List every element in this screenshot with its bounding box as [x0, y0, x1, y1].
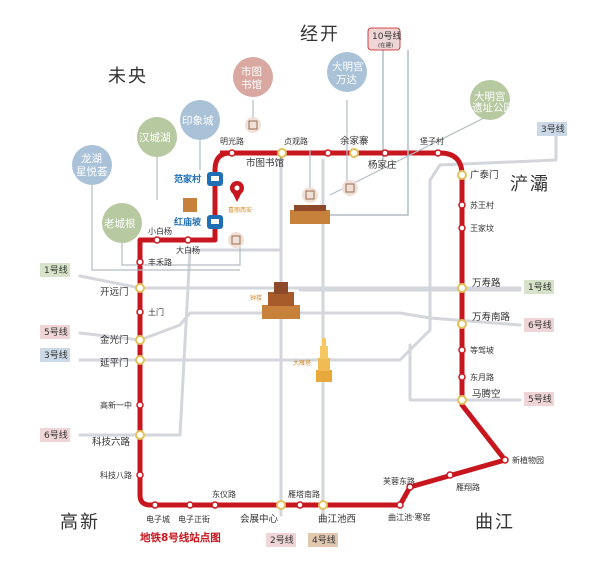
mall-icon: [342, 180, 358, 196]
bubble-hancheng-label: 汉城湖: [139, 132, 171, 144]
bubble-yinxiang: 印象城: [180, 100, 220, 140]
region-north: 经开: [300, 24, 340, 45]
st-minguang: 明光路: [220, 136, 244, 146]
bell-tower-icon: [262, 282, 300, 319]
st-dengjiapo: 等驾坡: [470, 345, 494, 355]
st-guangtai: 广泰门: [470, 169, 499, 181]
bubble-longhu: 龙湖 星悦荟: [72, 145, 112, 185]
st-yanta-s: 雁塔南路: [288, 489, 320, 499]
st-wanshou-s: 万寿南路: [472, 311, 511, 323]
st-suwang: 苏王村: [470, 200, 494, 210]
st-dabai: 大白杨: [176, 245, 200, 255]
pagoda-icon: [183, 198, 197, 212]
st-fanjia: 范家村: [174, 173, 201, 185]
tag-l1-right: 1号线: [528, 281, 552, 293]
tag-l6-right: 6号线: [528, 319, 552, 331]
poi-icons: 喜丽西安 钟楼 大雁塔: [183, 117, 358, 382]
daminggong-gate-icon: [290, 210, 330, 224]
st-kaiyuan: 开远门: [100, 286, 129, 298]
bag-icon: [228, 232, 244, 248]
bubble-laocheng-label: 老城根: [104, 217, 136, 230]
st-furong-e: 芙蓉东路: [383, 476, 415, 486]
st-dianguan: 贞观路: [284, 136, 308, 146]
st-shitu: 市图书馆: [246, 157, 284, 169]
st-baozi: 堡子村: [420, 136, 444, 146]
st-gaoxin1: 高新一中: [100, 400, 132, 410]
st-jinguang: 金光门: [100, 334, 129, 346]
station-dots: [135, 148, 509, 510]
st-dongyue: 东月路: [470, 372, 494, 382]
line-8-loop: [137, 150, 508, 508]
st-matengkong: 马腾空: [472, 388, 501, 400]
st-keji6: 科技六路: [92, 436, 131, 448]
station-labels: 明光路 贞观路 市图书馆 余家寨 杨家庄 堡子村 广泰门 苏王村 王家坟 万寿路…: [92, 135, 544, 525]
st-yujiazhai: 余家寨: [340, 135, 369, 147]
st-huizhan: 会展中心: [240, 513, 279, 525]
bubble-longhu-line2: 星悦荟: [76, 165, 108, 178]
bubble-shitu-line1: 市图: [241, 65, 262, 78]
bubble-park-line1: 大明宫: [474, 90, 506, 103]
region-southeast: 曲江: [475, 512, 515, 533]
tag-l5-right: 5号线: [528, 393, 552, 405]
bubble-connectors: [91, 100, 491, 271]
line-tags: 3号线 1号线 1号线 5号线 3号线 6号线 5号线 6号线 2号线 4号线: [40, 122, 567, 547]
st-dianzi-cheng: 电子城: [146, 514, 170, 524]
st-wangjiazhuang: 王家坟: [470, 223, 494, 233]
bubble-wanda-line2: 万达: [336, 74, 357, 86]
st-yanping: 延平门: [100, 357, 129, 369]
st-xinzhiwu: 新植物园: [512, 455, 544, 465]
st-dongyi: 东仪路: [212, 489, 236, 499]
bubble-laocheng: 老城根: [102, 203, 142, 243]
bell-tower-label: 钟楼: [250, 294, 262, 302]
bubble-shitu-line2: 书馆: [241, 78, 262, 91]
big-goose-pagoda-icon: [316, 338, 332, 382]
line10-tag: 10号线 (在建): [367, 27, 401, 51]
region-southwest: 高新: [60, 512, 100, 533]
st-wanshou: 万寿路: [472, 277, 501, 289]
bubble-wanda-line1: 大明宫: [332, 60, 364, 73]
st-yanxiang: 雁翔路: [456, 482, 480, 492]
big-goose-pagoda-label: 大雁塔: [293, 359, 311, 367]
bubble-daminggong-park: 大明宫 遗址公园: [470, 80, 514, 120]
st-tumen: 土门: [148, 307, 164, 317]
st-fenghe: 丰禾路: [148, 257, 172, 267]
library-icon: [245, 117, 261, 133]
line10-label: 10号线: [372, 30, 401, 42]
st-hongmiao: 红庙坡: [174, 216, 202, 228]
st-dianzi-zheng: 电子正街: [178, 514, 210, 524]
st-qujiang-w: 曲江池西: [318, 513, 356, 525]
bubble-longhu-line1: 龙湖: [81, 152, 102, 165]
shop-icon: [302, 187, 318, 203]
st-qujiang-hanyao: 曲江池·寒窑: [388, 512, 431, 522]
xian-logo-label: 喜丽西安: [228, 206, 252, 214]
region-northwest: 未央: [108, 66, 148, 87]
tag-l5-left: 5号线: [44, 326, 68, 338]
st-xiaobai: 小白杨: [148, 226, 172, 236]
region-east: 浐灞: [510, 174, 550, 195]
tag-l3-top: 3号线: [541, 123, 565, 135]
bubble-daminggong-wanda: 大明宫 万达: [327, 52, 367, 92]
region-labels: 经开 未央 浐灞 高新 曲江: [60, 24, 550, 533]
bubbles: 市图 书馆 大明宫 万达 大明宫 遗址公园 汉城湖 印象城 龙湖 星悦荟 老: [72, 52, 514, 243]
tag-l4-bottom: 4号线: [312, 534, 336, 546]
bubble-yinxiang-label: 印象城: [182, 115, 214, 127]
tag-l6-left: 6号线: [44, 429, 68, 441]
gray-tracks: [78, 133, 558, 517]
bubble-park-line2: 遗址公园: [472, 101, 514, 114]
bubble-hancheng: 汉城湖: [137, 117, 177, 157]
st-keji8: 科技八路: [100, 470, 132, 480]
tag-l2-bottom: 2号线: [270, 534, 294, 546]
tag-l1-left: 1号线: [44, 264, 68, 276]
tag-l3-left: 3号线: [44, 349, 68, 361]
bubble-shitu: 市图 书馆: [233, 57, 273, 97]
map-title: 地铁8号线站点图: [140, 531, 221, 544]
line10-sub: (在建): [378, 41, 393, 49]
metro-icons: [207, 172, 223, 229]
st-yangjiazhuang: 杨家庄: [368, 159, 397, 171]
